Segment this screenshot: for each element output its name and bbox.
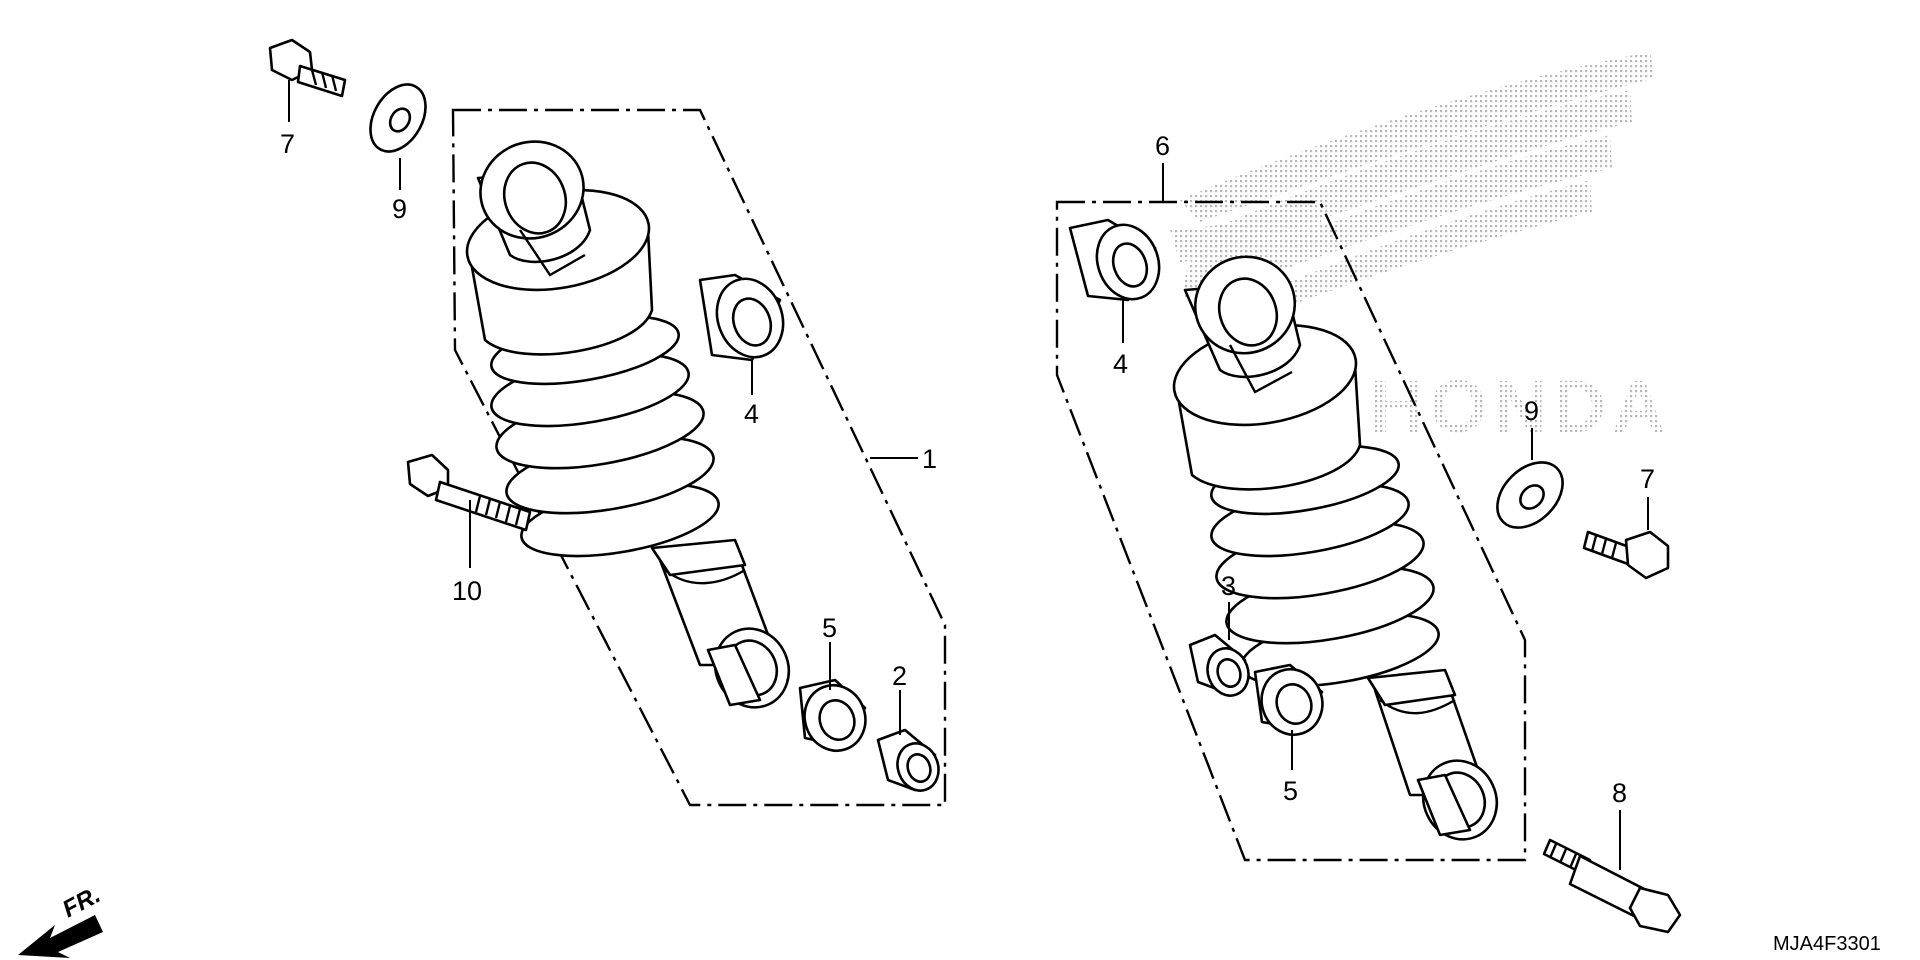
callout-9-left: 9 [392, 194, 407, 224]
collar-left [876, 728, 940, 792]
callouts: 7 9 4 1 10 5 2 6 4 3 5 9 7 8 [280, 129, 1655, 808]
bushing-upper-right [1068, 218, 1161, 302]
shock-assembly-left-boundary [451, 108, 947, 807]
flange-bolt-long-left [406, 453, 532, 532]
callout-7-left: 7 [280, 129, 295, 159]
honda-watermark-lettering: HONDA [1370, 365, 1671, 448]
flange-bolt-upper-left [268, 38, 347, 98]
callout-10: 10 [452, 576, 482, 606]
callout-3: 3 [1221, 571, 1236, 601]
rear-shock-absorber-left [465, 140, 791, 709]
callout-8: 8 [1612, 778, 1627, 808]
callout-5-left: 5 [822, 613, 837, 643]
flange-bolt-right [1582, 530, 1670, 580]
bushing-lower-right [1253, 663, 1324, 736]
callout-9-right: 9 [1524, 396, 1539, 426]
washer-left [369, 83, 427, 153]
callout-6: 6 [1155, 131, 1170, 161]
callout-7-right: 7 [1640, 464, 1655, 494]
shock-assembly-right-boundary [1055, 200, 1527, 862]
honda-wing-watermark [1170, 52, 1655, 308]
bushing-lower-left [798, 678, 867, 752]
rear-shock-absorber-right [1172, 255, 1499, 841]
washer-right [1496, 461, 1564, 529]
callout-2: 2 [892, 661, 907, 691]
callout-4-right: 4 [1113, 349, 1128, 379]
bushing-upper-left [698, 273, 785, 362]
leader-lines [288, 80, 1649, 870]
drawing-code: MJA4F3301 [1773, 933, 1881, 955]
callout-1: 1 [922, 444, 937, 474]
svg-text:HONDA: HONDA [1370, 365, 1671, 448]
callout-4-left: 4 [744, 399, 759, 429]
front-direction-arrow [18, 915, 103, 958]
mounting-stud [1542, 838, 1682, 934]
collar-right [1188, 633, 1250, 697]
callout-5-right: 5 [1283, 776, 1298, 806]
front-direction-label: FR. [58, 881, 105, 923]
